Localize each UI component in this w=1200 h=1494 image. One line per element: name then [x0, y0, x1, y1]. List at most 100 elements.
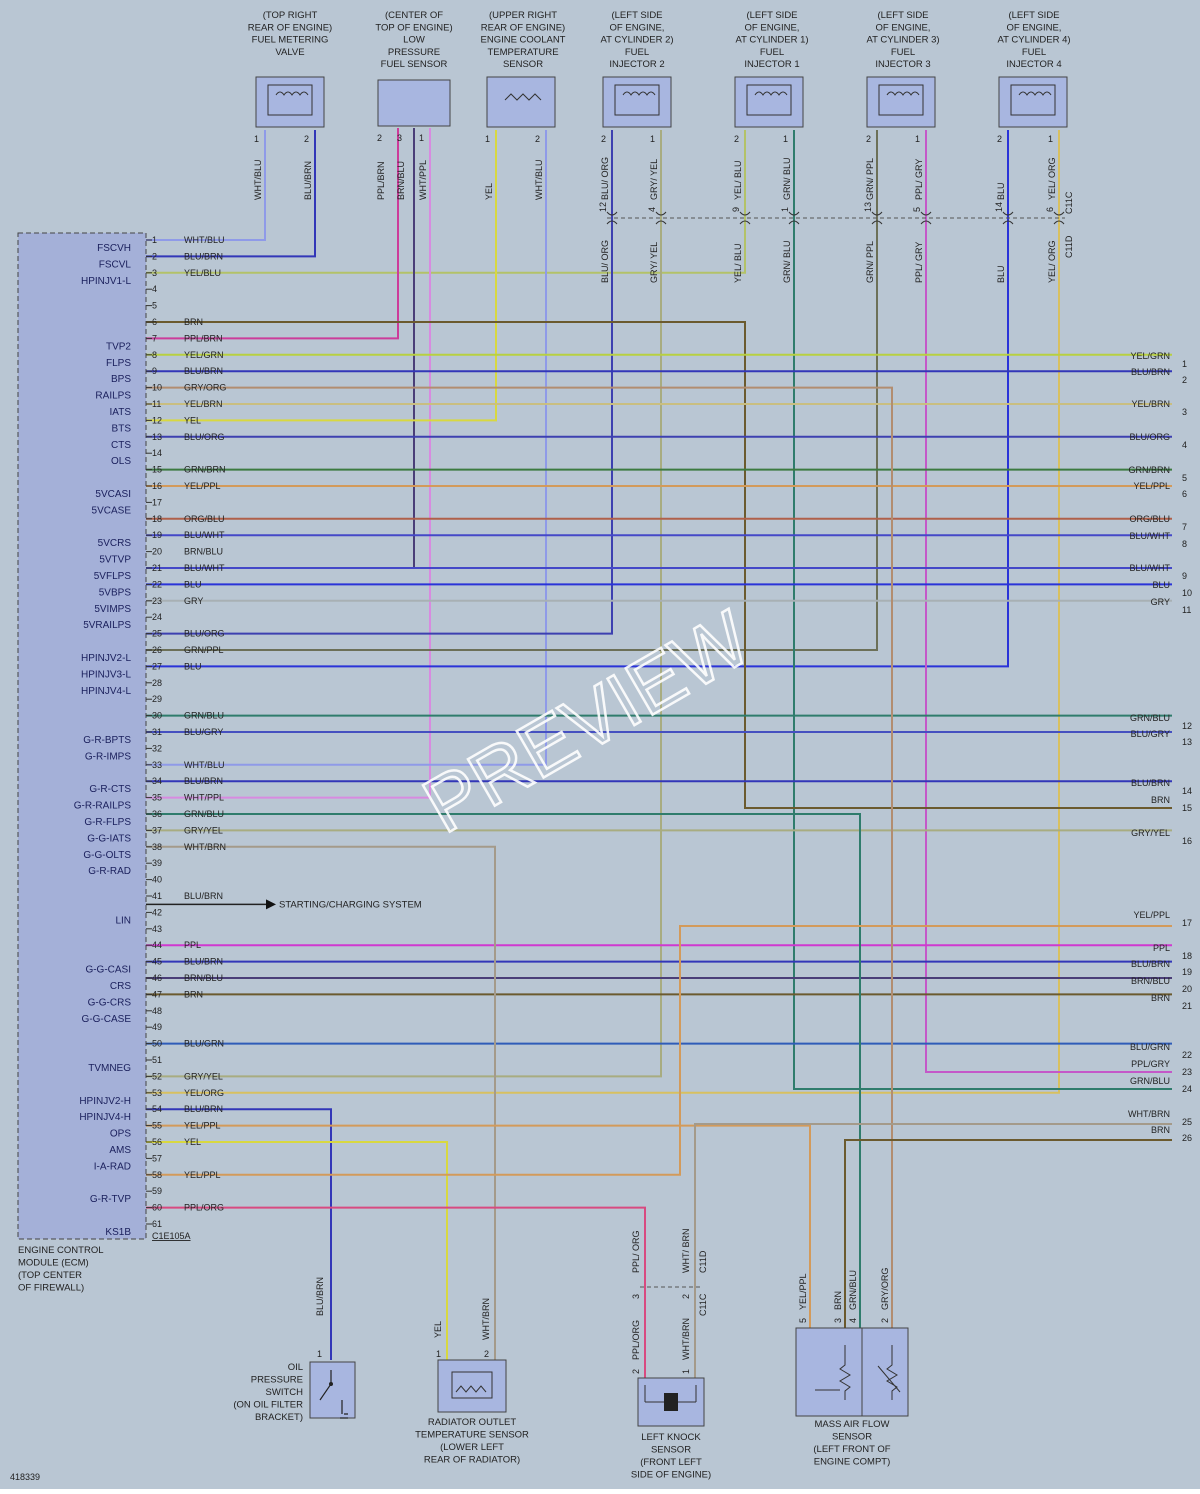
right-connection-number: 9 [1182, 571, 1187, 581]
ecm-signal-label: G-R-RAD [88, 866, 131, 877]
right-connection-number: 17 [1182, 918, 1192, 928]
component-wire-label: GRY/ YEL [649, 159, 659, 200]
component-title: TEMPERATURE [487, 47, 558, 58]
ecm-wire-label: GRN/BLU [184, 809, 224, 819]
piezo-leads-icon [644, 1385, 697, 1403]
coil-icon [754, 91, 788, 96]
wire [844, 1139, 1172, 1328]
right-wire-label: BLU/GRN [1130, 1042, 1170, 1052]
ecm-connector-id: C1E105A [152, 1231, 191, 1241]
component-box [795, 1327, 909, 1417]
ecm-signal-label: KS1B [105, 1227, 131, 1238]
ecm-pin-number: 7 [152, 333, 157, 343]
ecm-signal-label: G-R-IMPS [85, 751, 131, 762]
wire [925, 130, 1172, 1073]
ecm-signal-label: OPS [110, 1129, 131, 1140]
ecm-signal-label: G-R-TVP [90, 1194, 131, 1205]
ecm-wire-label: YEL [184, 1137, 201, 1147]
ecm-pin-number: 45 [152, 957, 162, 967]
component-pin-number: 1 [1048, 134, 1053, 144]
ecm-caption: OF FIREWALL) [18, 1283, 84, 1294]
ecm-pin-number: 38 [152, 842, 162, 852]
ecm-wire-label: WHT/BLU [184, 235, 225, 245]
right-connection-number: 4 [1182, 440, 1187, 450]
ecm-pin-number: 35 [152, 793, 162, 803]
wire [146, 130, 497, 422]
component-wire-label: BRN [833, 1291, 843, 1310]
ecm-caption: MODULE (ECM) [18, 1258, 89, 1269]
ecm-signal-label: CTS [111, 440, 131, 451]
ecm-pin-number: 21 [152, 563, 162, 573]
component-wire-label: YEL [484, 183, 494, 200]
right-wire-label: BLU/BRN [1131, 778, 1170, 788]
right-connection-number: 26 [1182, 1133, 1192, 1143]
ecm-wire-label: BLU/BRN [184, 776, 223, 786]
ecm-signal-label: AMS [109, 1145, 131, 1156]
connector-c11c-label: C11C [698, 1293, 708, 1316]
ecm-pin-number: 31 [152, 727, 162, 737]
wire [146, 130, 1060, 1094]
component-title: LEFT KNOCK [641, 1432, 701, 1443]
ecm-wire-label: BLU/BRN [184, 366, 223, 376]
ecm-wire-label: BLU/ORG [184, 432, 225, 442]
ecm-pin-number: 48 [152, 1006, 162, 1016]
component-pin-number: 2 [484, 1349, 489, 1359]
ecm-wire-label: ORG/BLU [184, 514, 225, 524]
ecm-wire-label: PPL [184, 940, 201, 950]
knock-inline-pin: 3 [631, 1294, 641, 1299]
ecm-pin-number: 8 [152, 350, 157, 360]
component-title: ENGINE COOLANT [481, 35, 566, 46]
right-connection-number: 3 [1182, 407, 1187, 417]
ecm-wire-label: GRY/ORG [184, 383, 226, 393]
ecm-pin-number: 46 [152, 973, 162, 983]
component-wire-label: GRN/ PPL [865, 158, 875, 200]
ecm-signal-label: RAILPS [95, 391, 131, 402]
inline-wire-label: BLU [996, 265, 1006, 283]
maf-potentiometer-icon [815, 1345, 851, 1400]
ecm-wire-label: PPL/ORG [184, 1203, 224, 1213]
component-pin-number: 1 [485, 134, 490, 144]
component-wire-label: BRN/BLU [396, 161, 406, 200]
right-wire-label: WHT/BRN [1128, 1109, 1170, 1119]
wire [146, 130, 266, 241]
right-wire-label: BRN [1151, 993, 1170, 1003]
ecm-pin-number: 42 [152, 907, 162, 917]
right-wire-label: BRN/BLU [1131, 976, 1170, 986]
component-title: (ON OIL FILTER [233, 1400, 303, 1411]
connector-terminal-icon [739, 211, 751, 225]
ecm-wire-label: YEL/ORG [184, 1088, 224, 1098]
ecm-wire-label: YEL [184, 415, 201, 425]
component-title: LOW [403, 35, 425, 46]
component-title: AT CYLINDER 3) [866, 35, 939, 46]
right-connection-number: 10 [1182, 588, 1192, 598]
right-wire-label: BRN [1151, 795, 1170, 805]
right-wire-label: ORG/BLU [1129, 514, 1170, 524]
component-box [377, 79, 451, 127]
connector-terminal-icon [871, 211, 883, 225]
component-wire-label: BLU [996, 182, 1006, 200]
maf-thermistor-icon [877, 1345, 901, 1400]
diagram-id: 418339 [10, 1472, 40, 1482]
ecm-wire-label: YEL/PPL [184, 1121, 221, 1131]
ecm-wire-label: YEL/PPL [184, 1170, 221, 1180]
component-pin-number: 4 [848, 1318, 858, 1323]
ecm-pin-number: 39 [152, 858, 162, 868]
ecm-pin-number: 50 [152, 1039, 162, 1049]
ecm-pin-number: 24 [152, 612, 162, 622]
right-connection-number: 21 [1182, 1001, 1192, 1011]
right-wire-label: GRN/BLU [1130, 713, 1170, 723]
right-wire-label: YEL/GRN [1130, 351, 1170, 361]
ecm-signal-label: OLS [111, 456, 131, 467]
right-wire-label: BLU [1152, 580, 1170, 590]
ecm-wire-label: BLU/BRN [184, 891, 223, 901]
ecm-pin-number: 3 [152, 268, 157, 278]
right-connection-number: 22 [1182, 1050, 1192, 1060]
inline-pin-number: 6 [1045, 207, 1055, 212]
lin-arrow-icon [266, 899, 276, 910]
wire [146, 321, 1172, 809]
component-title: (LEFT FRONT OF [813, 1444, 890, 1455]
